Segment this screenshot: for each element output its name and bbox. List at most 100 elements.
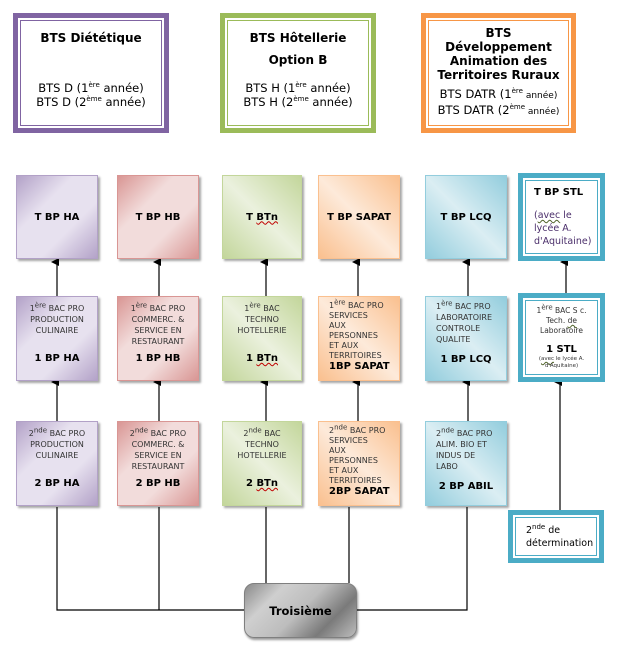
seconde-btn-line1: 2nde BAC (243, 426, 281, 438)
seconde-bp-abil-line4: LABO (436, 462, 458, 471)
seconde-bp-ha-line1: 2nde BAC PRO (28, 426, 86, 438)
premiere-bp-sapat: 1ère BAC PRO SERVICES AUX PERSONNES ET A… (318, 296, 400, 381)
seconde-bp-hb-line2: COMMERC. & (131, 440, 185, 449)
premiere-stl-note-1: (avec le lycée A. (538, 356, 585, 362)
seconde-bp-abil-line2: ALIM. BIO ET (436, 440, 487, 449)
seconde-btn-line3: HOTELLERIE (237, 451, 287, 460)
premiere-bp-lcq-code: 1 BP LCQ (440, 354, 492, 365)
seconde-bp-hb-code: 2 BP HB (135, 478, 181, 489)
seconde-btn: 2nde BAC TECHNO HOTELLERIE 2 BTn (222, 421, 302, 506)
premiere-bp-sapat-line6: TERRITOIRES (329, 351, 382, 360)
premiere-btn-line3: HOTELLERIE (237, 326, 287, 335)
premiere-bp-sapat-line4: PERSONNES (329, 331, 378, 340)
terminale-bp-stl-title: T BP STL (534, 187, 584, 198)
seconde-bp-sapat-line6: TERRITOIRES (329, 476, 382, 485)
bts-dietetique-box: BTS Diététique BTS D (1ère année) BTS D … (13, 13, 169, 133)
premiere-stl-line3: Laboratoire (540, 326, 583, 335)
seconde-bp-sapat-line5: ET AUX (329, 466, 359, 475)
seconde-bp-sapat-line4: PERSONNES (329, 456, 378, 465)
premiere-bp-sapat-line3: AUX (329, 321, 346, 330)
troisieme-label: Troisième (269, 603, 332, 618)
bts-dietetique-year2: BTS D (2ème année) (36, 95, 146, 109)
terminale-bp-lcq: T BP LCQ (425, 175, 507, 259)
premiere-bp-hb-line2: COMMERC. & (131, 315, 185, 324)
bts-datr-year1: BTS DATR (1ère année) (439, 87, 558, 101)
connector-root-right (357, 507, 468, 611)
bts-dietetique-title: BTS Diététique (40, 31, 142, 45)
seconde-determination-line1: 2nde de (526, 522, 561, 536)
seconde-bp-sapat-line2: SERVICES (329, 436, 368, 445)
premiere-bp-lcq: 1ère BAC PRO LABORATOIRE CONTROLE QUALIT… (425, 296, 507, 381)
terminale-bp-stl: T BP STL (avec le lycée A. d'Aquitaine) (518, 173, 605, 261)
seconde-bp-ha-line2: PRODUCTION (30, 440, 84, 449)
premiere-bp-sapat-line2: SERVICES (329, 311, 368, 320)
premiere-bp-lcq-line1: 1ère BAC PRO (436, 299, 491, 311)
bts-hotellerie-year1: BTS H (1ère année) (245, 81, 351, 95)
bts-datr-box: BTS Développement Animation des Territoi… (421, 13, 576, 133)
seconde-determination-line2: détermination (526, 538, 594, 549)
seconde-bp-hb-line3: SERVICE EN (134, 451, 182, 460)
premiere-btn-code: 1 BTn (245, 353, 278, 364)
seconde-bp-hb: 2nde BAC PRO COMMERC. & SERVICE EN RESTA… (117, 421, 199, 506)
seconde-bp-abil-code: 2 BP ABIL (438, 481, 494, 492)
seconde-bp-sapat-line1: 2nde BAC PRO (329, 423, 386, 435)
bts-datr-title-4: Territoires Ruraux (437, 68, 560, 82)
terminale-bp-sapat-label: T BP SAPAT (327, 211, 391, 223)
terminale-bp-ha: T BP HA (16, 175, 98, 259)
premiere-stl-note-2: d'Aquitaine) (544, 363, 579, 369)
seconde-bp-ha-code: 2 BP HA (34, 478, 80, 489)
seconde-bp-ha-line3: CULINAIRE (35, 451, 79, 460)
terminale-bp-sapat: T BP SAPAT (318, 175, 400, 259)
premiere-bp-sapat-line1: 1ère BAC PRO (329, 298, 384, 310)
premiere-bp-hb-line3: SERVICE EN (134, 326, 182, 335)
premiere-stl: 1ère BAC S c. Tech. de Laboratoire 1 STL… (518, 293, 605, 382)
premiere-bp-hb-line4: RESTAURANT (131, 337, 185, 346)
seconde-bp-sapat: 2nde BAC PRO SERVICES AUX PERSONNES ET A… (318, 421, 400, 506)
premiere-btn-line1: 1ère BAC (244, 301, 280, 313)
terminale-btn: T BTn (222, 175, 302, 259)
bts-datr-year2: BTS DATR (2ème année) (437, 103, 560, 117)
troisieme-node: Troisième (244, 583, 357, 638)
premiere-stl-line2: Tech. de (546, 316, 577, 325)
premiere-bp-hb: 1ère BAC PRO COMMERC. & SERVICE EN RESTA… (117, 296, 199, 381)
premiere-bp-lcq-line3: CONTROLE (436, 324, 481, 333)
premiere-bp-ha-code: 1 BP HA (34, 353, 80, 364)
premiere-bp-lcq-line2: LABORATOIRE (436, 313, 492, 322)
premiere-btn: 1ère BAC TECHNO HOTELLERIE 1 BTn (222, 296, 302, 381)
seconde-bp-abil-line1: 2nde BAC PRO (436, 426, 493, 438)
seconde-bp-ha: 2nde BAC PRO PRODUCTION CULINAIRE 2 BP H… (16, 421, 98, 506)
seconde-bp-hb-line1: 2nde BAC PRO (129, 426, 187, 438)
terminale-bp-stl-note-2: lycée A. (534, 223, 572, 234)
premiere-bp-ha-line1: 1ère BAC PRO (29, 301, 85, 313)
premiere-bp-ha-line3: CULINAIRE (35, 326, 79, 335)
premiere-stl-line1: 1ère BAC S c. (536, 303, 587, 315)
terminale-bp-stl-note-1: (avec le (534, 210, 572, 221)
terminale-bp-ha-label: T BP HA (34, 211, 80, 223)
connector-root-left (56, 507, 244, 611)
premiere-bp-ha: 1ère BAC PRO PRODUCTION CULINAIRE 1 BP H… (16, 296, 98, 381)
terminale-btn-label: T BTn (246, 211, 278, 223)
seconde-bp-abil: 2nde BAC PRO ALIM. BIO ET INDUS DE LABO … (425, 421, 507, 506)
seconde-bp-sapat-code: 2BP SAPAT (329, 486, 390, 497)
bts-datr-title-3: Animation des (449, 54, 548, 68)
seconde-bp-abil-line3: INDUS DE (436, 451, 476, 460)
terminale-bp-hb-label: T BP HB (135, 211, 181, 223)
terminale-bp-lcq-label: T BP LCQ (440, 211, 492, 223)
bts-hotellerie-year2: BTS H (2ème année) (243, 95, 353, 109)
premiere-bp-hb-line1: 1ère BAC PRO (130, 301, 186, 313)
premiere-bp-sapat-code: 1BP SAPAT (329, 361, 390, 372)
bts-hotellerie-box: BTS Hôtellerie Option B BTS H (1ère anné… (220, 13, 376, 133)
bts-datr-title-2: Développement (445, 40, 552, 54)
seconde-determination: 2nde de détermination (508, 510, 604, 563)
bts-datr-title-1: BTS (485, 26, 512, 40)
premiere-bp-ha-line2: PRODUCTION (30, 315, 84, 324)
seconde-bp-hb-line4: RESTAURANT (131, 462, 185, 471)
bts-hotellerie-option: Option B (268, 53, 328, 67)
premiere-stl-code: 1 STL (546, 344, 577, 355)
seconde-btn-line2: TECHNO (245, 440, 279, 449)
seconde-bp-sapat-line3: AUX (329, 446, 346, 455)
premiere-btn-line2: TECHNO (245, 315, 279, 324)
seconde-btn-code: 2 BTn (245, 478, 278, 489)
premiere-bp-sapat-line5: ET AUX (329, 341, 359, 350)
